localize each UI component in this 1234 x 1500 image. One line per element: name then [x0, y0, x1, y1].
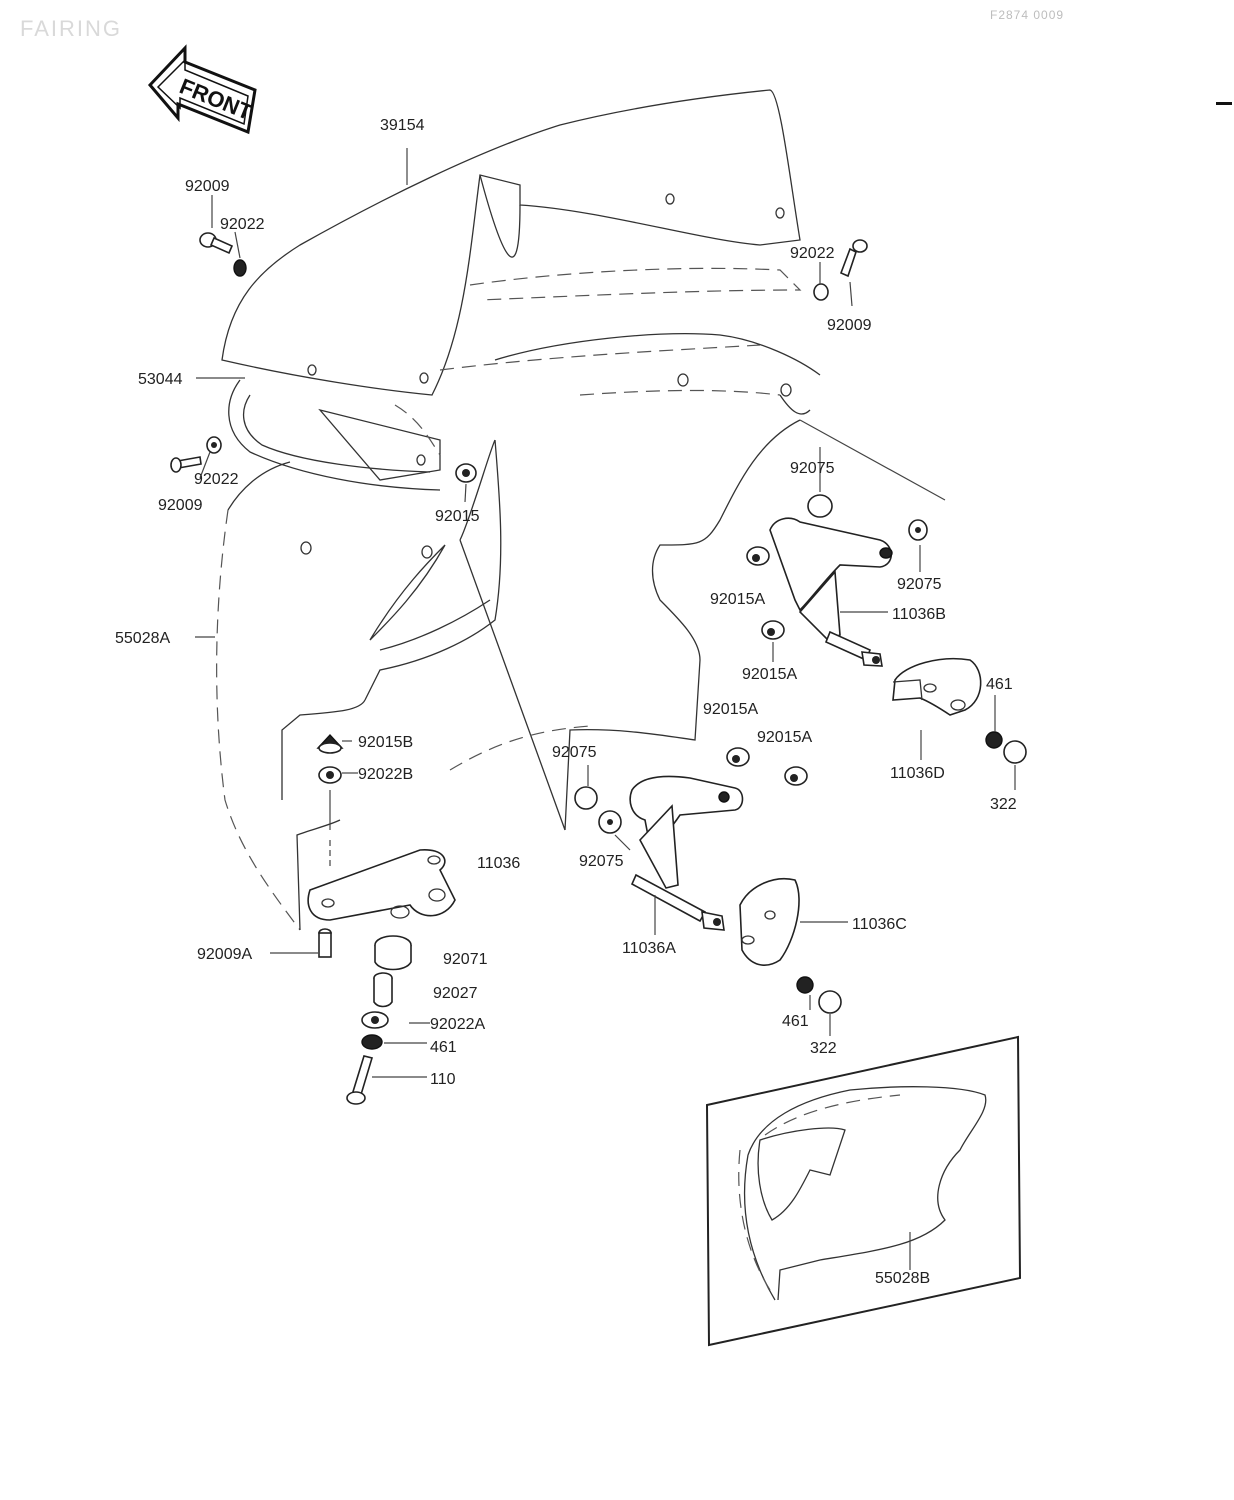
label-92009a: 92009A — [197, 946, 252, 963]
mirror-mount-lower — [739, 878, 800, 966]
upper-cowl — [216, 333, 821, 931]
label-55028b: 55028B — [875, 1270, 930, 1287]
label-92015a-b: 92015A — [742, 666, 797, 683]
label-92015b: 92015B — [358, 734, 413, 751]
mirror-mount-upper — [892, 657, 982, 716]
screw-mid-left — [170, 456, 202, 473]
washer-top-left — [233, 259, 247, 277]
nut-right-b — [761, 620, 785, 640]
label-39154: 39154 — [380, 117, 425, 134]
label-461-bottom: 461 — [430, 1039, 457, 1056]
label-92022a: 92022A — [430, 1016, 485, 1033]
label-92015: 92015 — [435, 508, 480, 525]
label-92075-center-lower: 92075 — [579, 853, 624, 870]
screw-top-left — [199, 232, 234, 255]
screw-bottom — [318, 928, 332, 958]
label-92071: 92071 — [443, 951, 488, 968]
label-92027: 92027 — [433, 985, 478, 1002]
label-461-mirror-lower: 461 — [782, 1013, 809, 1030]
label-55028a: 55028A — [115, 630, 170, 647]
nut-right-a — [746, 546, 770, 566]
mirror-cap-upper — [1003, 740, 1027, 764]
label-92075-center-upper: 92075 — [552, 744, 597, 761]
windshield — [221, 89, 801, 396]
grommet-center-upper — [574, 786, 598, 810]
trim-strip — [228, 267, 802, 491]
section-title: FAIRING — [20, 16, 123, 41]
label-11036: 11036 — [477, 855, 520, 872]
grommet-right-top — [807, 494, 833, 518]
leader-lines — [195, 148, 1016, 1270]
bolt-right-upper — [861, 651, 883, 667]
damper-bottom — [374, 935, 412, 971]
label-110: 110 — [430, 1071, 456, 1088]
stay-center-lower — [629, 775, 744, 923]
washer-top-right — [813, 283, 829, 301]
front-arrow: FRONT — [147, 44, 257, 135]
page-code: F2874 0009 — [990, 8, 1065, 22]
bolt-center-lower — [701, 910, 725, 931]
label-11036d: 11036D — [890, 765, 945, 782]
mirror-nut-upper — [985, 731, 1003, 749]
label-92075-right-top: 92075 — [790, 460, 835, 477]
nut-right-d — [784, 766, 808, 786]
mirror-nut-lower — [796, 976, 814, 994]
grommet-right-edge — [908, 519, 928, 541]
washer-bottom — [361, 1011, 389, 1029]
label-92075-right-edge: 92075 — [897, 576, 942, 593]
nut-right-c — [726, 747, 750, 767]
label-11036b: 11036B — [892, 606, 946, 623]
edge-tick-mark — [1216, 102, 1232, 105]
nut-center — [455, 463, 477, 483]
label-92009-top-left: 92009 — [185, 178, 230, 195]
washer-mid-left — [206, 436, 222, 454]
stay-right-upper — [769, 517, 893, 662]
inset-cowl — [738, 1086, 987, 1301]
label-92022-top-left: 92022 — [220, 216, 265, 233]
label-53044: 53044 — [138, 371, 183, 388]
label-92009-top-right: 92009 — [827, 317, 872, 334]
nut-left-lower — [316, 733, 344, 754]
label-461-mirror-upper: 461 — [986, 676, 1013, 693]
mirror-cap-lower — [818, 990, 842, 1014]
inner-panel — [318, 404, 441, 481]
label-322-upper: 322 — [990, 796, 1017, 813]
bolt-bottom — [346, 1055, 374, 1105]
label-92022-mid-left: 92022 — [194, 471, 239, 488]
label-11036a: 11036A — [622, 940, 676, 957]
label-92015a-a: 92015A — [710, 591, 765, 608]
label-92022-top-right: 92022 — [790, 245, 835, 262]
label-92015a-d: 92015A — [757, 729, 812, 746]
screw-top-right — [839, 239, 868, 278]
grommet-center-lower — [598, 810, 622, 834]
stay-bottom — [307, 849, 456, 921]
label-92009-mid-left: 92009 — [158, 497, 203, 514]
nut-bottom — [361, 1034, 383, 1050]
washer-left-lower — [318, 766, 342, 784]
collar-bottom — [373, 972, 393, 1008]
inset-box — [705, 1035, 1022, 1347]
label-11036c: 11036C — [852, 916, 907, 933]
label-322-lower: 322 — [810, 1040, 837, 1057]
label-92022b: 92022B — [358, 766, 413, 783]
label-92015a-c: 92015A — [703, 701, 758, 718]
